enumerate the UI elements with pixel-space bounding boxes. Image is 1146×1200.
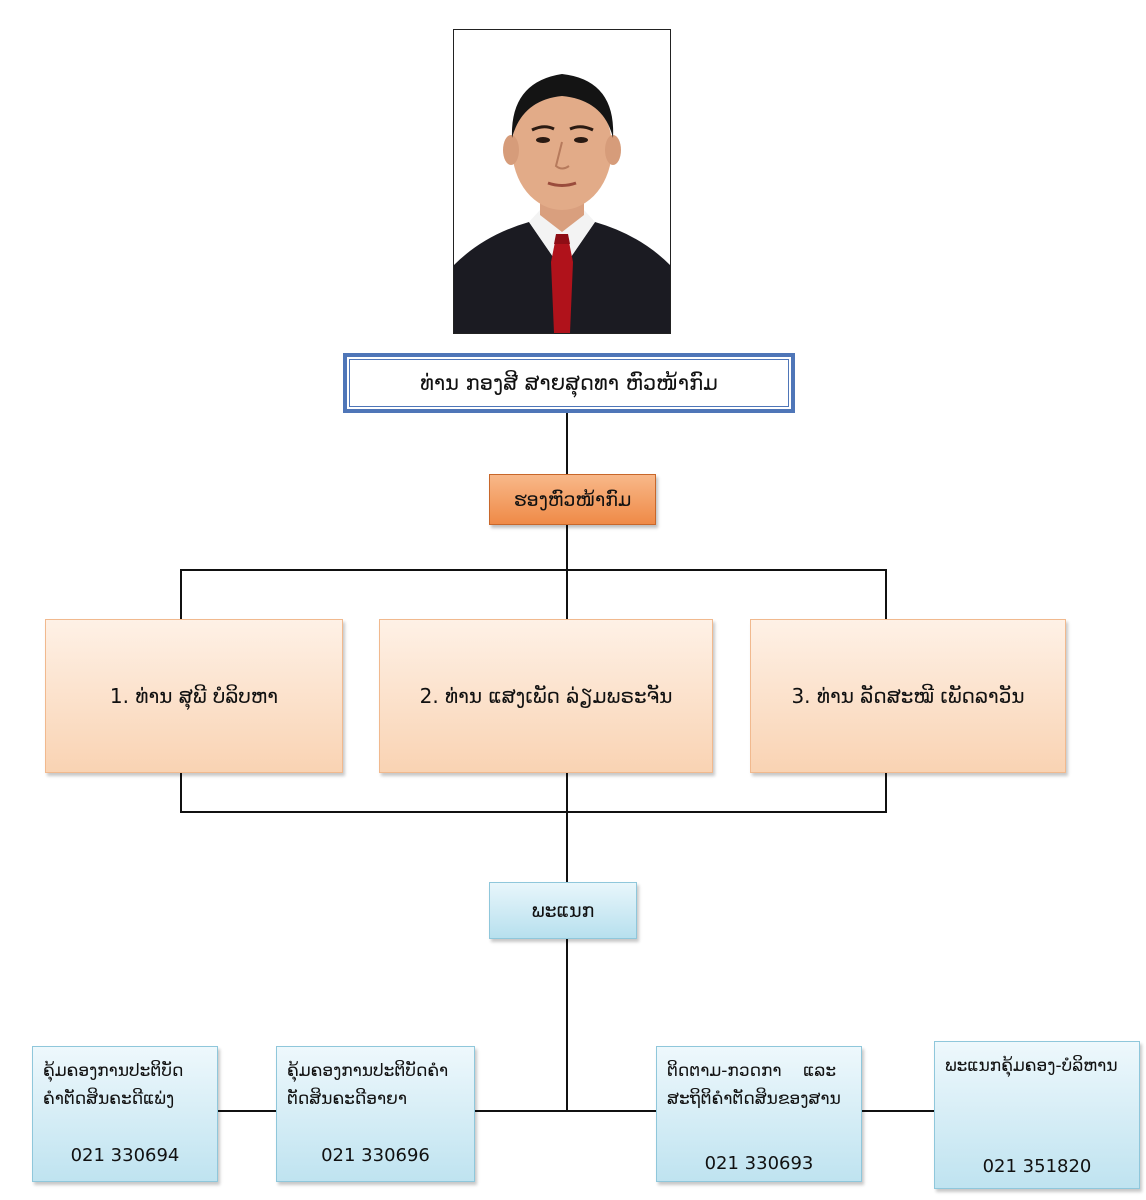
director-photo [453, 29, 671, 334]
division-name-3-line2: ສະຖິຕິຄໍາຕັດສິນຂອງສານ [667, 1089, 841, 1109]
division-name-2: ຄຸ້ມຄອງການປະຕິບັດຄໍາ ຕັດສິນຄະດີອາຍາ [287, 1057, 464, 1113]
division-phone-1: 021 330694 [70, 1145, 180, 1166]
division-box-1: ຄຸ້ມຄອງການປະຕິບັດ ຄໍາຕັດສິນຄະດີແພ່ງ 021 … [32, 1046, 218, 1182]
division-box-4: ພະແນກຄຸ້ມຄອງ-ບໍລິຫານ 021 351820 [934, 1041, 1140, 1189]
division-name-4: ພະແນກຄຸ້ມຄອງ-ບໍລິຫານ [945, 1052, 1129, 1080]
deputy-box-1: 1. ທ່ານ ສຸພີ ບໍລິບຫາ [45, 619, 343, 773]
division-name-2-line1: ຄຸ້ມຄອງການປະຕິບັດຄໍາ [287, 1061, 449, 1081]
division-name-3-line1: ຕິດຕາມ-ກວດກາ ແລະ [667, 1061, 837, 1081]
division-name-2-line2: ຕັດສິນຄະດີອາຍາ [287, 1089, 408, 1109]
division-phone-4: 021 351820 [982, 1156, 1092, 1177]
divisions-title: ພະແນກ [489, 882, 637, 939]
deputy-label-1: 1. ທ່ານ ສຸພີ ບໍລິບຫາ [109, 684, 279, 708]
director-box: ທ່ານ ກອງສີ ສາຍສຸດທາ ຫົວໜ້າກົມ [343, 353, 795, 413]
director-portrait-image [454, 30, 670, 333]
division-box-3: ຕິດຕາມ-ກວດກາ ແລະ ສະຖິຕິຄໍາຕັດສິນຂອງສານ 0… [656, 1046, 862, 1182]
division-name-1-line1: ຄຸ້ມຄອງການປະຕິບັດ [43, 1061, 184, 1081]
director-label: ທ່ານ ກອງສີ ສາຍສຸດທາ ຫົວໜ້າກົມ [420, 371, 718, 395]
deputy-label-3: 3. ທ່ານ ລັດສະໝີ ເພັດລາວັນ [791, 684, 1025, 708]
division-name-3: ຕິດຕາມ-ກວດກາ ແລະ ສະຖິຕິຄໍາຕັດສິນຂອງສານ [667, 1057, 851, 1113]
division-name-4-line1: ພະແນກຄຸ້ມຄອງ-ບໍລິຫານ [945, 1056, 1118, 1076]
division-box-2: ຄຸ້ມຄອງການປະຕິບັດຄໍາ ຕັດສິນຄະດີອາຍາ 021 … [276, 1046, 475, 1182]
deputy-box-3: 3. ທ່ານ ລັດສະໝີ ເພັດລາວັນ [750, 619, 1066, 773]
division-phone-3: 021 330693 [704, 1153, 814, 1174]
division-name-1: ຄຸ້ມຄອງການປະຕິບັດ ຄໍາຕັດສິນຄະດີແພ່ງ [43, 1057, 207, 1113]
division-phone-2: 021 330696 [321, 1145, 430, 1166]
deputy-label-2: 2. ທ່ານ ແສງເພັດ ລ່ຽມພຣະຈັນ [419, 684, 673, 708]
deputy-director-title: ຮອງຫົວໜ້າກົມ [489, 474, 656, 525]
division-name-1-line2: ຄໍາຕັດສິນຄະດີແພ່ງ [43, 1089, 175, 1109]
deputy-box-2: 2. ທ່ານ ແສງເພັດ ລ່ຽມພຣະຈັນ [379, 619, 713, 773]
